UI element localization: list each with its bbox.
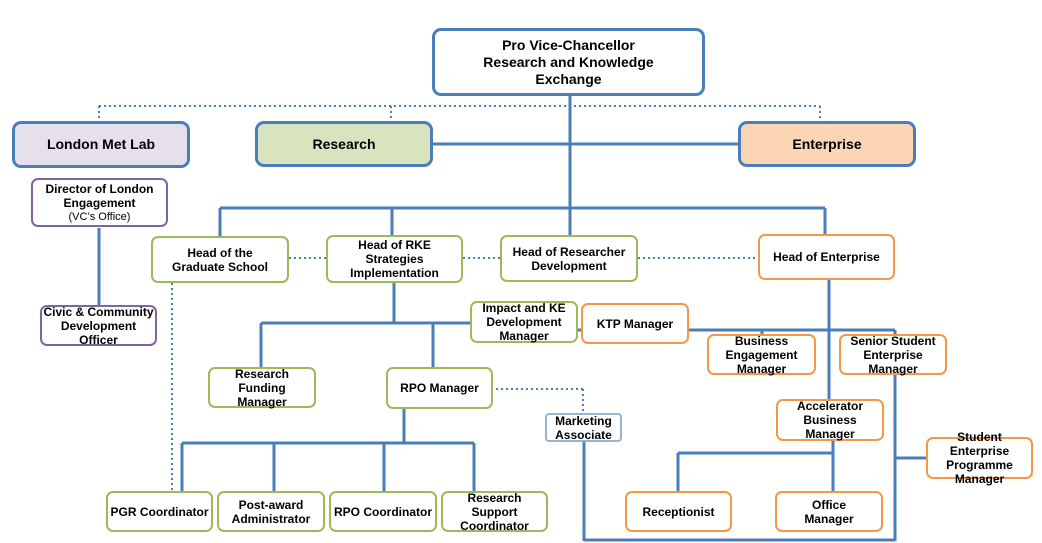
london-met-lab-box: London Met Lab bbox=[12, 121, 190, 168]
impact-box: Impact and KE Development Manager bbox=[470, 301, 578, 343]
marketing-label: Marketing Associate bbox=[555, 413, 612, 442]
student-enterprise-prog-box: Student Enterprise Programme Manager bbox=[926, 430, 1033, 486]
research-label: Research bbox=[312, 135, 376, 152]
research-box: Research bbox=[255, 121, 433, 167]
director-box: Director of London Engagement (VC’s Offi… bbox=[31, 178, 168, 227]
post-award-box: Post-award Administrator bbox=[217, 491, 325, 532]
head-enterprise-label: Head of Enterprise bbox=[773, 250, 880, 264]
pgr-label: PGR Coordinator bbox=[110, 504, 209, 519]
solid-connectors bbox=[97, 96, 926, 542]
research-support-label: Research Support Coordinator bbox=[460, 490, 529, 533]
enterprise-label: Enterprise bbox=[792, 135, 862, 152]
rpo-coord-label: RPO Coordinator bbox=[334, 504, 432, 519]
business-engagement-label: Business Engagement Manager bbox=[725, 333, 798, 376]
civic-label: Civic & Community Development Officer bbox=[43, 304, 154, 347]
ktp-label: KTP Manager bbox=[596, 316, 674, 331]
accelerator-box: Accelerator Business Manager bbox=[776, 399, 884, 441]
accelerator-label: Accelerator Business Manager bbox=[796, 399, 864, 441]
business-engagement-box: Business Engagement Manager bbox=[707, 333, 816, 376]
head-rke-label: Head of RKE Strategies Implementation bbox=[350, 238, 439, 280]
ktp-box: KTP Manager bbox=[581, 303, 689, 344]
london-met-lab-label: London Met Lab bbox=[46, 136, 156, 152]
receptionist-label: Receptionist bbox=[642, 504, 715, 519]
research-funding-box: Research Funding Manager bbox=[208, 366, 316, 409]
rpo-coord-box: RPO Coordinator bbox=[329, 491, 437, 532]
research-funding-label: Research Funding Manager bbox=[234, 366, 290, 409]
head-enterprise-box: Head of Enterprise bbox=[758, 234, 895, 280]
post-award-label: Post-award Administrator bbox=[231, 497, 311, 526]
director-label: Director of London Engagement bbox=[45, 181, 154, 210]
office-manager-box: Office Manager bbox=[775, 491, 883, 532]
head-rke-box: Head of RKE Strategies Implementation bbox=[326, 235, 463, 283]
rpo-manager-box: RPO Manager bbox=[386, 367, 493, 409]
enterprise-box: Enterprise bbox=[738, 121, 916, 167]
senior-student-box: Senior Student Enterprise Manager bbox=[839, 333, 947, 376]
pvc-label: Pro Vice-Chancellor Research and Knowled… bbox=[483, 36, 654, 87]
receptionist-box: Receptionist bbox=[625, 491, 732, 532]
pvc-box: Pro Vice-Chancellor Research and Knowled… bbox=[432, 28, 705, 96]
impact-label: Impact and KE Development Manager bbox=[482, 301, 566, 343]
head-researcher-label: Head of Researcher Development bbox=[512, 244, 626, 273]
pgr-box: PGR Coordinator bbox=[106, 491, 213, 532]
marketing-box: Marketing Associate bbox=[545, 413, 622, 442]
head-graduate-label: Head of the Graduate School bbox=[171, 245, 269, 274]
senior-student-label: Senior Student Enterprise Manager bbox=[850, 333, 936, 376]
research-support-box: Research Support Coordinator bbox=[441, 490, 548, 533]
student-enterprise-prog-label: Student Enterprise Programme Manager bbox=[946, 430, 1013, 486]
civic-box: Civic & Community Development Officer bbox=[40, 304, 157, 347]
head-researcher-box: Head of Researcher Development bbox=[500, 235, 638, 282]
rpo-manager-label: RPO Manager bbox=[400, 381, 479, 395]
director-sub-label: (VC’s Office) bbox=[68, 210, 131, 223]
dotted-connectors bbox=[98, 105, 821, 491]
office-manager-label: Office Manager bbox=[804, 497, 854, 526]
head-graduate-box: Head of the Graduate School bbox=[151, 236, 289, 283]
